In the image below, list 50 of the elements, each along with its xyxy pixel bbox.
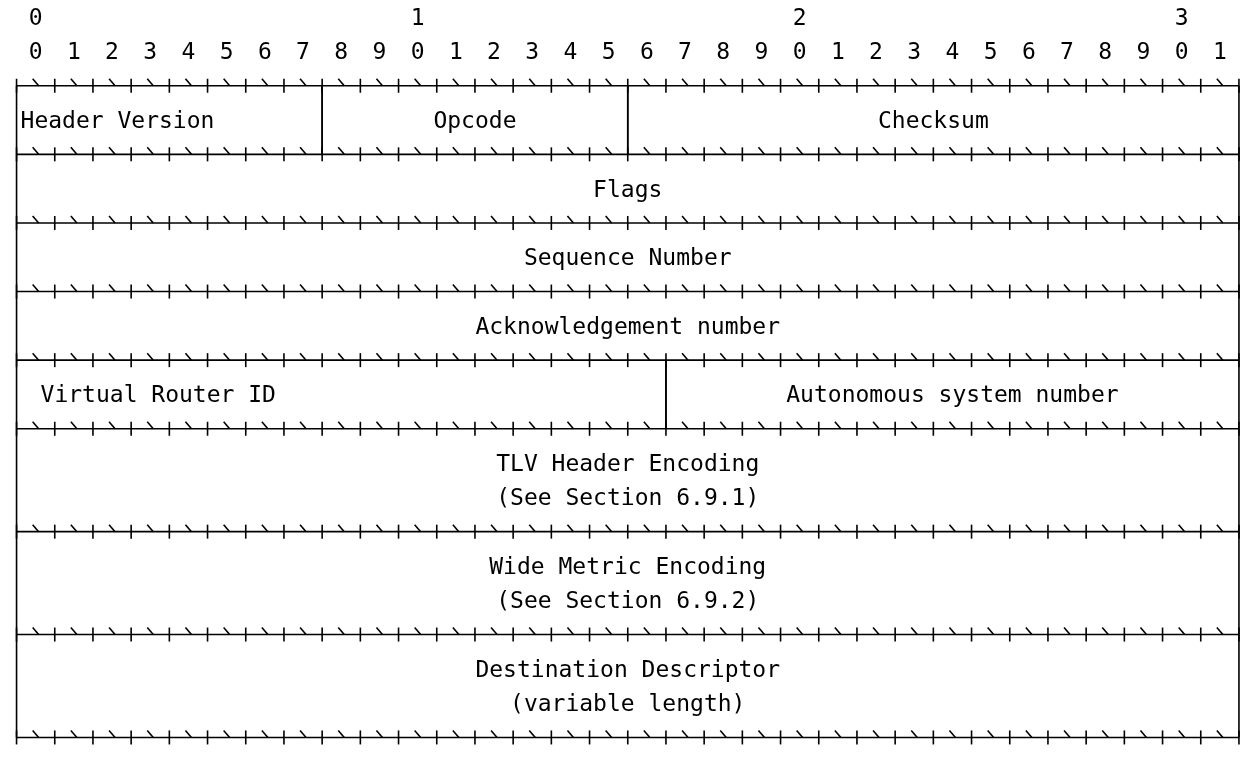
field-note: (See Section 6.9.1) bbox=[496, 483, 760, 513]
field-name: Flags bbox=[593, 174, 663, 204]
bit-number: 9 bbox=[1136, 37, 1151, 67]
bit-number: 3 bbox=[525, 37, 540, 67]
bit-number: 7 bbox=[296, 37, 310, 67]
bit-number: 1 bbox=[448, 37, 463, 67]
bit-number: 1 bbox=[830, 37, 845, 67]
bit-number: 5 bbox=[983, 37, 998, 67]
bit-decade-number: 1 bbox=[410, 3, 425, 32]
bit-number: 5 bbox=[219, 37, 234, 67]
bit-number: 9 bbox=[372, 37, 387, 67]
bit-decade-number: 3 bbox=[1174, 3, 1189, 32]
field-note: (See Section 6.9.2) bbox=[496, 586, 760, 616]
field-name: Autonomous system number bbox=[786, 380, 1119, 410]
bit-number: 8 bbox=[1098, 37, 1113, 67]
bit-number: 4 bbox=[181, 37, 196, 67]
bit-number: 1 bbox=[66, 37, 81, 67]
field-name: Virtual Router ID bbox=[40, 380, 276, 410]
field-name: Acknowledgement number bbox=[475, 311, 781, 341]
bit-number: 2 bbox=[487, 37, 501, 67]
field-name: Opcode bbox=[433, 106, 517, 136]
field-name: Wide Metric Encoding bbox=[489, 552, 767, 582]
bit-decade-number: 0 bbox=[28, 3, 43, 32]
bit-number: 0 bbox=[792, 37, 807, 67]
bit-number: 1 bbox=[1212, 37, 1227, 67]
field-note: (variable length) bbox=[510, 689, 746, 718]
bit-number: 8 bbox=[716, 37, 731, 67]
bit-number: 2 bbox=[869, 37, 883, 67]
bit-number: 5 bbox=[601, 37, 616, 67]
bit-number: 9 bbox=[754, 37, 769, 67]
bit-number: 6 bbox=[257, 37, 272, 67]
field-name: Checksum bbox=[877, 106, 989, 136]
field-name: Destination Descriptor bbox=[475, 655, 781, 684]
bit-number: 0 bbox=[28, 37, 43, 67]
field-name: Header Version bbox=[20, 106, 215, 136]
bit-decade-number: 2 bbox=[792, 3, 807, 32]
bit-number: 4 bbox=[563, 37, 578, 67]
bit-number: 0 bbox=[410, 37, 425, 67]
bit-number: 4 bbox=[945, 37, 960, 67]
bit-number: 3 bbox=[907, 37, 922, 67]
bit-number: 6 bbox=[639, 37, 654, 67]
bit-number: 7 bbox=[678, 37, 692, 67]
bit-number: 2 bbox=[105, 37, 119, 67]
bit-number: 0 bbox=[1174, 37, 1189, 67]
bit-number: 3 bbox=[143, 37, 158, 67]
bit-number: 6 bbox=[1021, 37, 1036, 67]
bit-number: 7 bbox=[1060, 37, 1074, 67]
bit-number: 8 bbox=[334, 37, 349, 67]
field-name: Sequence Number bbox=[523, 243, 732, 273]
field-name: TLV Header Encoding bbox=[496, 449, 760, 479]
